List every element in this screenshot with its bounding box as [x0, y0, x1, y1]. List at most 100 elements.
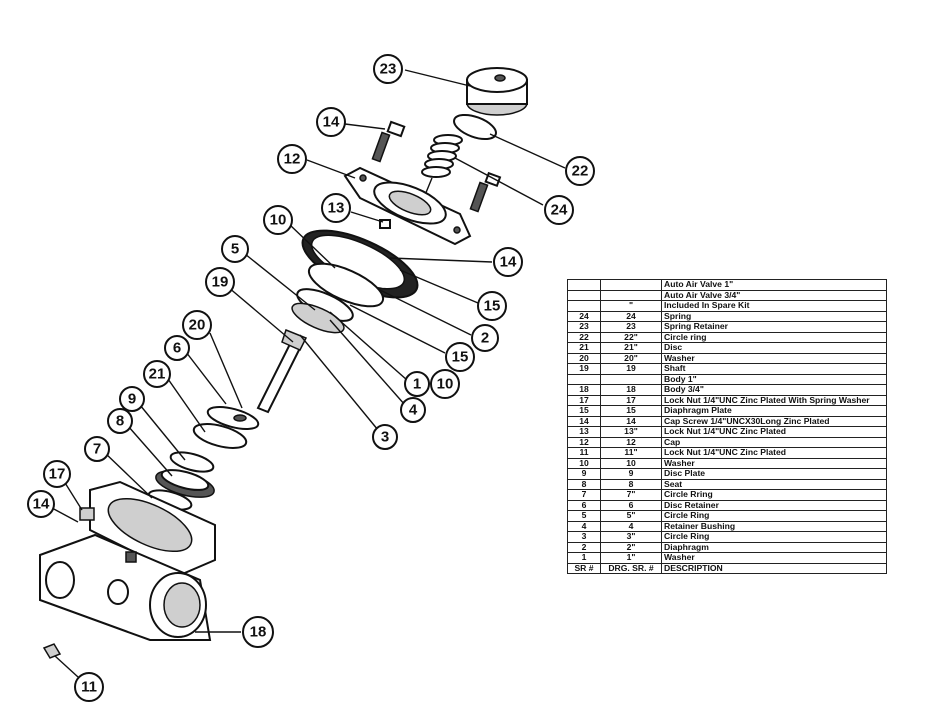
- cell-description: Retainer Bushing: [661, 520, 887, 532]
- callout-23: 23: [373, 54, 403, 84]
- callout-1: 1: [404, 371, 430, 397]
- cell-drg-sr: 10: [600, 457, 662, 469]
- cell-sr: 10: [567, 457, 601, 469]
- cell-description: Lock Nut 1/4"UNC Zinc Plated With Spring…: [661, 394, 887, 406]
- callout-6: 6: [164, 335, 190, 361]
- cell-description: Cap: [661, 436, 887, 448]
- callout-14-bottom-label: 14: [33, 496, 50, 513]
- cell-description: Washer: [661, 457, 887, 469]
- callout-7: 7: [84, 436, 110, 462]
- callout-15-mid: 15: [445, 342, 475, 372]
- part-lock-nut-13: [379, 219, 391, 229]
- cell-sr: 18: [567, 384, 601, 396]
- callout-6-label: 6: [173, 340, 181, 357]
- callout-23-label: 23: [380, 61, 397, 78]
- callout-15-top-label: 15: [484, 298, 501, 315]
- callout-22: 22: [565, 156, 595, 186]
- cell-drg-sr: 14: [600, 415, 662, 427]
- callout-14-bottom: 14: [27, 490, 55, 518]
- part-disc: [192, 423, 248, 449]
- callout-19-label: 19: [212, 274, 229, 291]
- callout-11-label: 11: [81, 679, 97, 696]
- part-spring: [421, 134, 463, 196]
- cell-drg-sr: 20": [600, 352, 662, 364]
- callout-4-label: 4: [409, 402, 418, 419]
- cell-drg-sr: [600, 373, 662, 385]
- cell-drg-sr: 6: [600, 499, 662, 511]
- cell-drg-sr: 15: [600, 405, 662, 417]
- cell-description: Circle ring: [661, 331, 887, 343]
- cell-description: Washer: [661, 552, 887, 564]
- cell-drg-sr: 3": [600, 531, 662, 543]
- callout-4: 4: [400, 397, 426, 423]
- header-drg-sr: DRG. SR. #: [600, 562, 662, 574]
- cell-drg-sr: 8: [600, 478, 662, 490]
- callout-12: 12: [277, 144, 307, 174]
- callout-22-label: 22: [572, 163, 589, 180]
- cell-sr: 17: [567, 394, 601, 406]
- cell-sr: 2: [567, 541, 601, 553]
- callout-19: 19: [205, 267, 235, 297]
- callout-10-mid-label: 10: [437, 376, 454, 393]
- callout-15-top: 15: [477, 291, 507, 321]
- callout-11: 11: [74, 672, 104, 702]
- callout-3-label: 3: [381, 429, 389, 446]
- callout-15-mid-label: 15: [452, 349, 469, 366]
- callout-1-label: 1: [413, 376, 421, 393]
- callout-13-label: 13: [328, 200, 345, 217]
- part-washer-1: [291, 302, 345, 334]
- cell-sr: [567, 289, 601, 301]
- callout-21-label: 21: [149, 366, 166, 383]
- cell-sr: 22: [567, 331, 601, 343]
- part-spring-retainer: [466, 67, 528, 116]
- callout-2-label: 2: [481, 330, 489, 347]
- callout-9-label: 9: [128, 391, 136, 408]
- part-seat: [155, 469, 215, 498]
- cell-drg-sr: 1": [600, 552, 662, 564]
- cell-sr: 24: [567, 310, 601, 322]
- part-body: [39, 480, 216, 641]
- parts-list-row: Auto Air Valve 3/4": [567, 289, 887, 301]
- parts-list-row: Body 1": [567, 373, 887, 385]
- cell-sr: 5: [567, 510, 601, 522]
- part-lock-nut-11: [42, 643, 62, 659]
- part-circle-ring-22: [453, 113, 497, 141]
- cell-drg-sr: 17: [600, 394, 662, 406]
- parts-list-row: Auto Air Valve 1": [567, 279, 887, 291]
- parts-list-table: Auto Air Valve 1"Auto Air Valve 3/4""Inc…: [567, 279, 887, 574]
- callout-2: 2: [471, 324, 499, 352]
- cell-description: Shaft: [661, 363, 887, 375]
- cell-drg-sr: 4: [600, 520, 662, 532]
- cell-drg-sr: 11": [600, 447, 662, 459]
- part-lock-nut-17: [79, 507, 95, 521]
- callout-17-label: 17: [49, 466, 66, 483]
- cell-description: Cap Screw 1/4"UNCX30Long Zinc Plated: [661, 415, 887, 427]
- cell-drg-sr: ": [600, 300, 662, 312]
- callout-18-label: 18: [250, 624, 267, 641]
- callout-14-mid: 14: [493, 247, 523, 277]
- cell-description: Circle Ring: [661, 510, 887, 522]
- callout-12-label: 12: [284, 151, 301, 168]
- leader-lines: [51, 69, 566, 678]
- callout-14-top-label: 14: [323, 114, 340, 131]
- callout-21: 21: [143, 360, 171, 388]
- callout-20-label: 20: [189, 317, 206, 334]
- cell-sr: 19: [567, 363, 601, 375]
- cell-description: Disc Plate: [661, 468, 887, 480]
- cell-sr: 13: [567, 426, 601, 438]
- part-cap: [343, 166, 472, 246]
